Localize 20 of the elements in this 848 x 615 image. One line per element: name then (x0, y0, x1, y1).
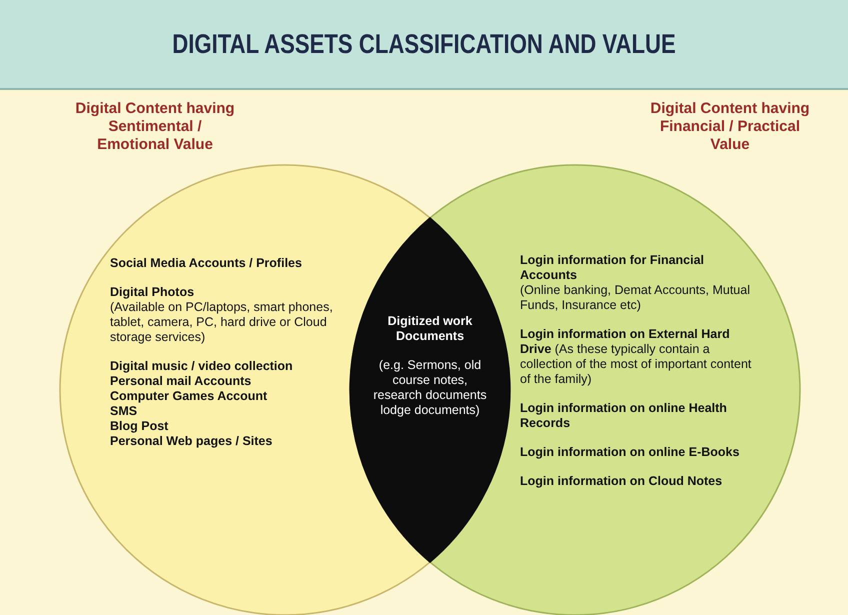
item-heading: SMS (110, 404, 138, 419)
item-heading: Digital music / video collection (110, 359, 294, 374)
item-description: (e.g. Sermons, old course notes, research documents lodge documents) (372, 358, 488, 418)
item-heading: Login information on online Health Records (520, 401, 728, 431)
title-text: DIGITAL ASSETS CLASSIFICATION AND VALUE (172, 28, 676, 60)
category-heading: Digital Content having Sentimental / Emotional Value (74, 100, 236, 154)
item-description: Login information on External Hard Drive (As these typically contain a collection of the most of important content of the family) (520, 327, 752, 387)
item-heading: Personal Web pages / Sites (110, 434, 274, 449)
item-heading: Social Media Accounts / Profiles (110, 256, 303, 271)
item-heading: Login information for Financial Accounts (520, 253, 706, 283)
item-heading: Blog Post (110, 419, 170, 434)
item-heading: Login information on online E-Books (520, 445, 740, 460)
item-description: (Online banking, Demat Accounts, Mutual Funds, Insurance etc) (520, 283, 751, 313)
item-heading: Personal mail Accounts (110, 374, 252, 389)
category-heading: Digital Content having Financial / Practical Value (649, 100, 811, 154)
item-heading: Digital Photos (110, 285, 196, 300)
item-heading: Computer Games Account (110, 389, 268, 404)
item-heading: Login information on Cloud Notes (520, 474, 724, 489)
item-heading: Digitized work Documents (386, 314, 474, 344)
item-description: (Available on PC/laptops, smart phones, tablet, camera, PC, hard drive or Cloud storage services) (110, 300, 334, 345)
